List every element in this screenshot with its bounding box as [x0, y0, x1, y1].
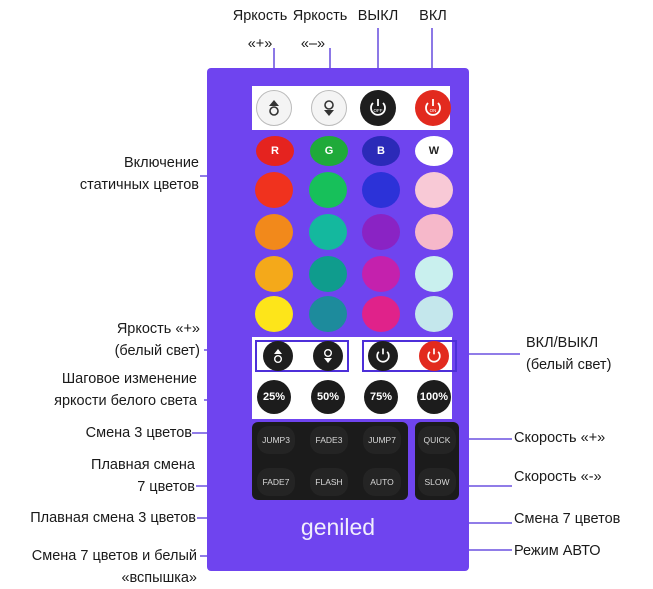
- white-bright-down-button[interactable]: [313, 341, 343, 371]
- step-100-button[interactable]: 100%: [417, 380, 451, 414]
- label-fade7: Плавная смена 7 цветов: [91, 457, 195, 495]
- white-bright-up-button[interactable]: [263, 341, 293, 371]
- label-bright-plus-top: Яркость «+»: [232, 8, 288, 52]
- power-on-button[interactable]: ON: [415, 90, 451, 126]
- step-25-button[interactable]: 25%: [257, 380, 291, 414]
- quick-button[interactable]: QUICK: [418, 426, 456, 454]
- label-jump7: Смена 7 цветов: [514, 511, 621, 527]
- step-50-button[interactable]: 50%: [311, 380, 345, 414]
- color-button[interactable]: [415, 172, 453, 208]
- color-button[interactable]: [309, 256, 347, 292]
- color-button[interactable]: [415, 214, 453, 250]
- label-static-colors: Включение статичных цветов: [79, 155, 199, 193]
- label-speed-minus: Скорость «-»: [514, 469, 602, 485]
- fade7-button[interactable]: FADE7: [257, 468, 295, 496]
- fade3-button[interactable]: FADE3: [310, 426, 348, 454]
- brightness-up-icon: [269, 100, 279, 116]
- color-button-w[interactable]: W: [415, 136, 453, 166]
- flash-button[interactable]: FLASH: [310, 468, 348, 496]
- color-button[interactable]: [415, 296, 453, 332]
- color-button[interactable]: [362, 172, 400, 208]
- brand-logo: geniled: [300, 514, 376, 540]
- brightness-down-icon: [323, 349, 332, 363]
- auto-button[interactable]: AUTO: [363, 468, 401, 496]
- color-button[interactable]: [362, 296, 400, 332]
- color-button[interactable]: [309, 296, 347, 332]
- brightness-down-button[interactable]: [311, 90, 347, 126]
- power-off-icon: [376, 348, 390, 363]
- label-off-top: ВЫКЛ: [357, 8, 399, 24]
- color-button-g[interactable]: G: [310, 136, 348, 166]
- white-bright-group: [255, 340, 349, 372]
- brightness-down-icon: [324, 100, 334, 116]
- power-on-icon: [427, 348, 441, 363]
- power-on-icon: ON: [425, 99, 441, 116]
- label-auto: Режим АВТО: [514, 543, 601, 559]
- color-button[interactable]: [415, 256, 453, 292]
- step-75-button[interactable]: 75%: [364, 380, 398, 414]
- svg-text:ON: ON: [430, 108, 437, 113]
- white-on-button[interactable]: [419, 341, 449, 371]
- label-white-onoff: ВКЛ/ВЫКЛ (белый свет): [526, 335, 612, 373]
- power-off-icon: OFF: [370, 99, 386, 116]
- color-button[interactable]: [362, 214, 400, 250]
- jump3-button[interactable]: JUMP3: [257, 426, 295, 454]
- color-button-r[interactable]: R: [256, 136, 294, 166]
- jump7-button[interactable]: JUMP7: [363, 426, 401, 454]
- color-button[interactable]: [309, 172, 347, 208]
- color-button[interactable]: [255, 256, 293, 292]
- label-jump3: Смена 3 цветов: [85, 425, 192, 441]
- label-fade3: Плавная смена 3 цветов: [30, 510, 196, 526]
- remote-control: OFF ON R G B W: [207, 68, 469, 571]
- label-step-white: Шаговое изменение яркости белого света: [54, 371, 197, 409]
- white-off-button[interactable]: [368, 341, 398, 371]
- color-button-b[interactable]: B: [362, 136, 400, 166]
- power-off-button[interactable]: OFF: [360, 90, 396, 126]
- label-on-top: ВКЛ: [419, 8, 447, 24]
- label-bright-minus-top: Яркость «–»: [292, 8, 348, 52]
- svg-text:OFF: OFF: [374, 108, 383, 113]
- slow-button[interactable]: SLOW: [418, 468, 456, 496]
- white-onoff-group: [362, 340, 457, 372]
- label-speed-plus: Скорость «+»: [514, 430, 606, 446]
- color-button[interactable]: [362, 256, 400, 292]
- color-button[interactable]: [255, 296, 293, 332]
- label-white-brightness: Яркость «+» (белый свет): [114, 321, 200, 359]
- color-button[interactable]: [309, 214, 347, 250]
- color-button[interactable]: [255, 172, 293, 208]
- brightness-up-button[interactable]: [256, 90, 292, 126]
- color-button[interactable]: [255, 214, 293, 250]
- brightness-up-icon: [273, 349, 282, 363]
- label-flash: Смена 7 цветов и белый «вспышка»: [31, 548, 197, 586]
